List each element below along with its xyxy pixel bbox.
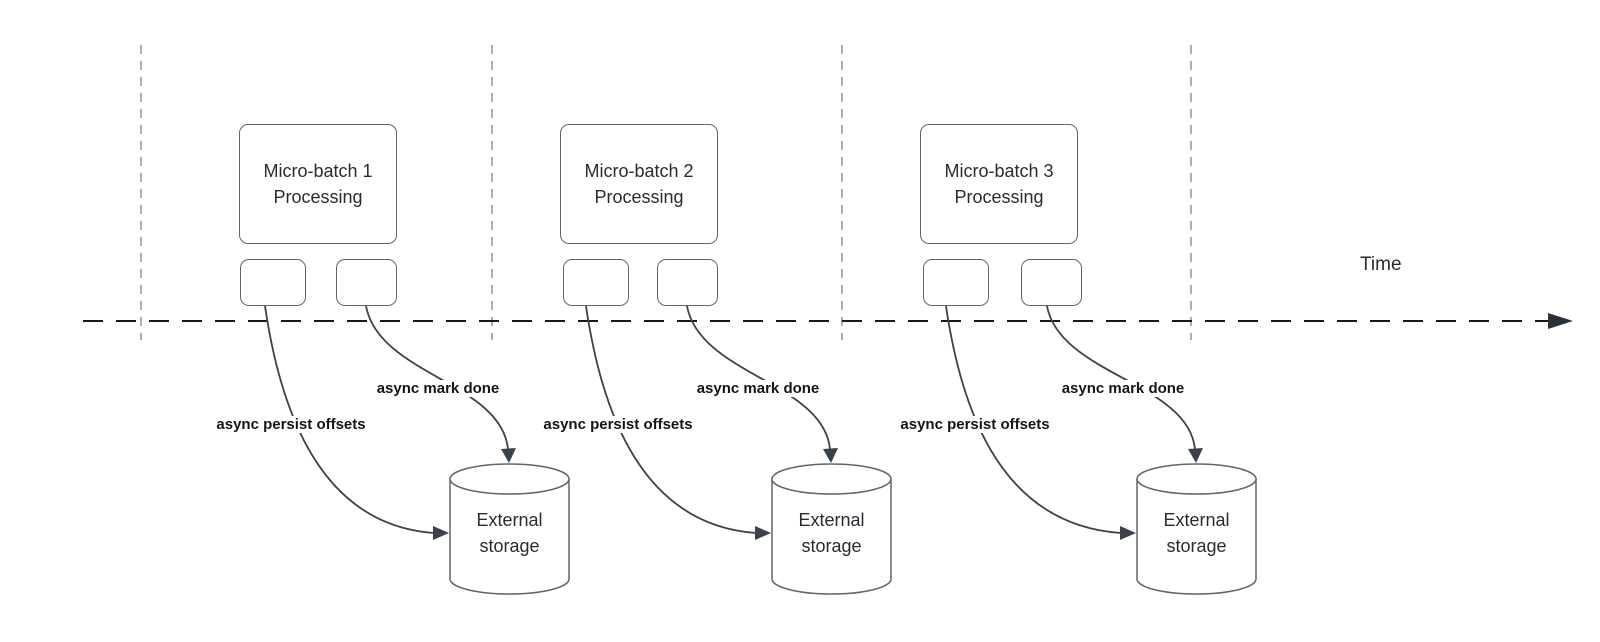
micro-batch-3-title-line2: Processing — [954, 187, 1044, 207]
micro-batch-2-box: Micro-batch 2 Processing — [560, 124, 718, 244]
micro-batch-2-title-line1: Micro-batch 2 — [584, 161, 694, 181]
mark-done-label: async mark done — [373, 380, 503, 397]
storage-cylinder — [1136, 463, 1257, 595]
external-storage-label: External storage — [772, 507, 891, 559]
external-storage-line2: storage — [801, 536, 862, 556]
persist-offsets-arrow — [264, 305, 435, 534]
persist-offsets-arrow — [945, 305, 1122, 534]
offset-commit-box — [563, 259, 629, 306]
mark-done-label: async mark done — [693, 380, 823, 397]
micro-batch-1-box: Micro-batch 1 Processing — [239, 124, 397, 244]
time-axis-label: Time — [1360, 254, 1402, 275]
persist-arrowhead-icon — [433, 526, 449, 540]
mark-done-box — [336, 259, 397, 306]
mark-done-arrow — [686, 305, 831, 450]
external-storage-line2: storage — [1166, 536, 1227, 556]
mark-done-arrow — [365, 305, 509, 450]
mark-done-box — [1021, 259, 1082, 306]
micro-batch-3-title-line1: Micro-batch 3 — [944, 161, 1054, 181]
external-storage-line1: External — [798, 510, 865, 530]
offset-commit-box — [923, 259, 989, 306]
mark-done-arrowhead-icon — [1188, 448, 1203, 463]
storage-cylinder — [449, 463, 570, 595]
time-axis-arrowhead-icon — [1548, 313, 1573, 329]
offset-commit-box — [240, 259, 306, 306]
micro-batch-1-title-line2: Processing — [273, 187, 363, 207]
mark-done-arrowhead-icon — [501, 448, 516, 463]
mark-done-label: async mark done — [1058, 380, 1188, 397]
external-storage-line2: storage — [479, 536, 540, 556]
external-storage-line1: External — [476, 510, 543, 530]
persist-offsets-label: async persist offsets — [897, 416, 1053, 433]
persist-offsets-label: async persist offsets — [540, 416, 696, 433]
micro-batch-3-box: Micro-batch 3 Processing — [920, 124, 1078, 244]
mark-done-arrow — [1046, 305, 1196, 450]
persist-offsets-arrow — [585, 305, 757, 534]
storage-cylinder — [771, 463, 892, 595]
mark-done-box — [657, 259, 718, 306]
external-storage-label: External storage — [1137, 507, 1256, 559]
external-storage-label: External storage — [450, 507, 569, 559]
micro-batch-1-title-line1: Micro-batch 1 — [263, 161, 373, 181]
mark-done-arrowhead-icon — [823, 448, 838, 463]
micro-batch-2-title-line2: Processing — [594, 187, 684, 207]
persist-offsets-label: async persist offsets — [213, 416, 369, 433]
persist-arrowhead-icon — [1120, 526, 1136, 540]
external-storage-line1: External — [1163, 510, 1230, 530]
persist-arrowhead-icon — [755, 526, 771, 540]
